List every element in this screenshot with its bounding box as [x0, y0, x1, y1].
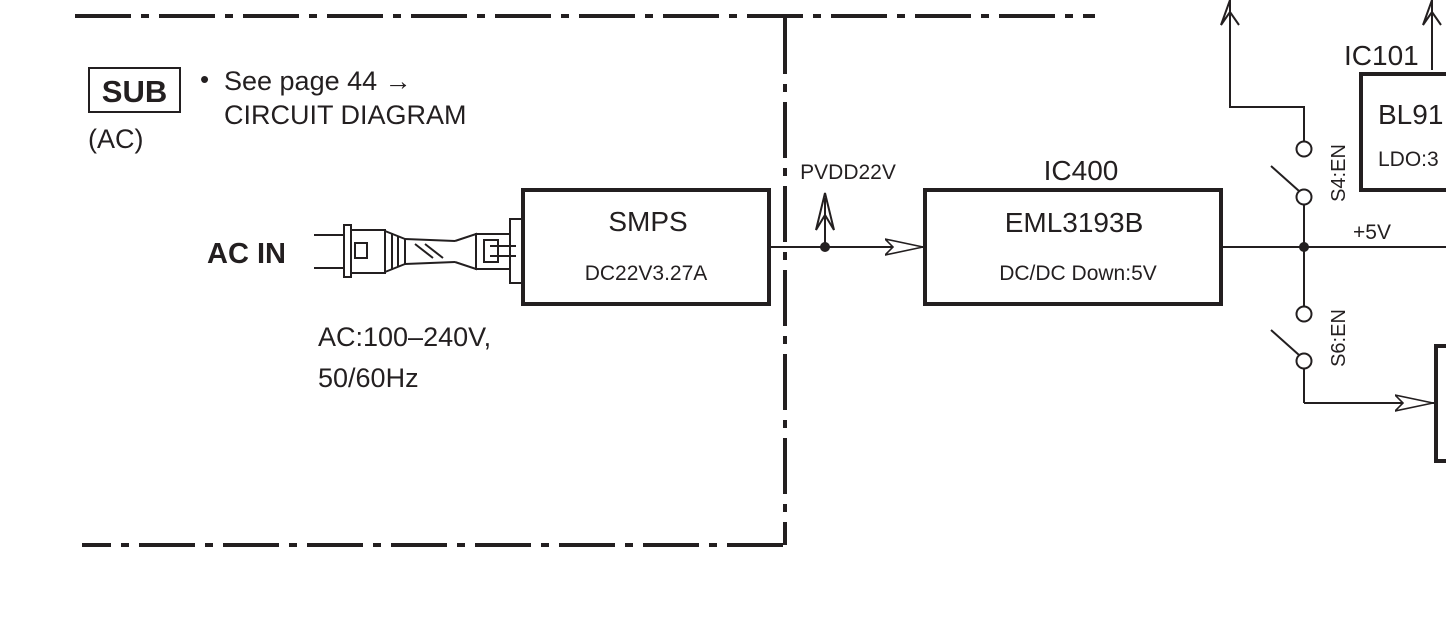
ic101-feed-arrow [1422, 0, 1442, 70]
reference-page-link: See page 44 → [224, 66, 412, 96]
ic400-name: EML3193B [1005, 207, 1144, 238]
ic400-spec: DC/DC Down:5V [999, 262, 1157, 285]
reference-diagram-label: CIRCUIT DIAGRAM [224, 100, 467, 130]
ac-input-spec-voltage: AC:100–240V, [318, 322, 491, 352]
smps-block: SMPS DC22V3.27A [521, 188, 771, 306]
ac-input-spec-frequency: 50/60Hz [318, 363, 419, 393]
switch-s4-label: S4:EN [1328, 144, 1350, 202]
sub-badge: SUB [88, 67, 181, 113]
ic400-block: EML3193B DC/DC Down:5V [923, 188, 1223, 306]
reference-bullet: • [200, 64, 209, 94]
ic101-ref: IC101 [1344, 40, 1419, 71]
ic101-spec: LDO:3 [1378, 148, 1439, 171]
power-plug-icon [314, 218, 523, 284]
ic101-name: BL91 [1378, 99, 1443, 130]
ic101-block: BL91 LDO:3 [1359, 72, 1446, 192]
downstream-block [1434, 344, 1446, 463]
sub-board-note: (AC) [88, 124, 144, 154]
smps-spec: DC22V3.27A [585, 262, 708, 285]
switch-s6 [1270, 247, 1434, 403]
smps-name: SMPS [608, 206, 687, 237]
switch-s6-label: S6:EN [1328, 309, 1350, 367]
plus5v-label: +5V [1353, 221, 1391, 244]
sub-board-boundary [75, 14, 1095, 547]
svg-text:SUB: SUB [102, 74, 167, 109]
pvdd-label: PVDD22V [800, 161, 896, 184]
pvdd-output-arrow [815, 192, 835, 247]
ac-in-label: AC IN [207, 238, 286, 270]
switch-s4 [1220, 0, 1313, 247]
ic400-ref: IC400 [1044, 155, 1119, 186]
